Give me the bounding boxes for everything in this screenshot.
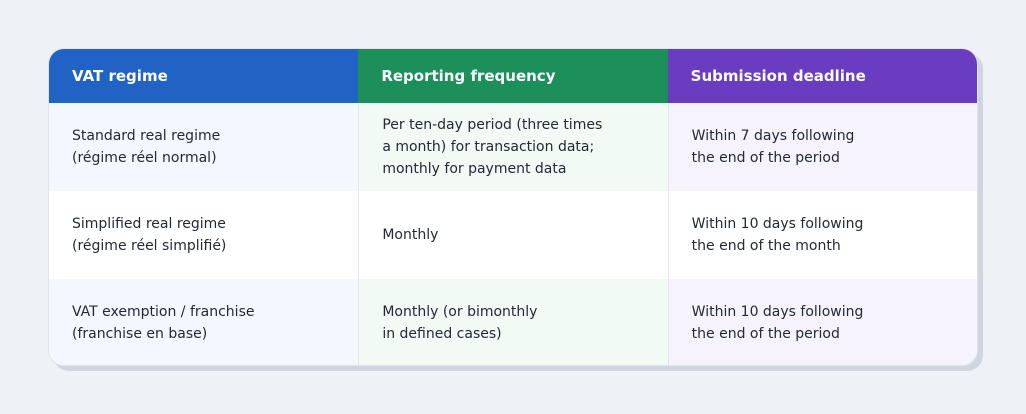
header-submission-deadline: Submission deadline <box>667 49 977 103</box>
table-row: Simplified real regime (régime réel simp… <box>49 191 977 279</box>
cell-submission-deadline: Within 10 days following the end of the … <box>667 191 977 279</box>
vat-regime-table: VAT regime Reporting frequency Submissio… <box>48 48 978 366</box>
table-header-row: VAT regime Reporting frequency Submissio… <box>49 49 977 103</box>
header-reporting-frequency: Reporting frequency <box>358 49 668 103</box>
header-vat-regime: VAT regime <box>49 49 359 103</box>
cell-reporting-frequency: Monthly (or bimonthly in defined cases) <box>358 279 668 365</box>
table-row: VAT exemption / franchise (franchise en … <box>49 279 977 365</box>
cell-vat-regime: Standard real regime (régime réel normal… <box>49 103 359 191</box>
table-row: Standard real regime (régime réel normal… <box>49 103 977 191</box>
cell-submission-deadline: Within 10 days following the end of the … <box>667 279 977 365</box>
cell-vat-regime: Simplified real regime (régime réel simp… <box>49 191 359 279</box>
cell-reporting-frequency: Monthly <box>358 191 668 279</box>
cell-submission-deadline: Within 7 days following the end of the p… <box>667 103 977 191</box>
cell-reporting-frequency: Per ten-day period (three times a month)… <box>358 103 668 191</box>
cell-vat-regime: VAT exemption / franchise (franchise en … <box>49 279 359 365</box>
